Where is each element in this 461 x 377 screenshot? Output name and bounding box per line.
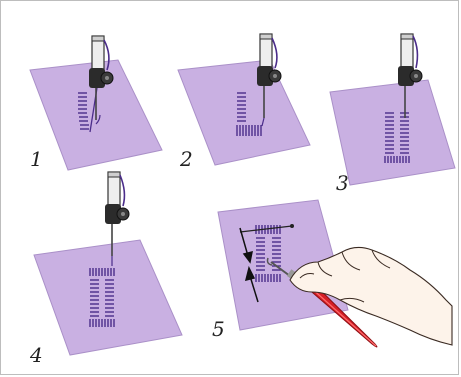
step-label: 5 bbox=[212, 317, 225, 341]
fabric-swatch bbox=[34, 240, 182, 355]
step-label: 4 bbox=[29, 343, 43, 367]
step-5-panel: 5 bbox=[212, 200, 452, 347]
step-label: 3 bbox=[336, 171, 349, 195]
bartack bbox=[256, 274, 280, 282]
step-1-panel: 1 bbox=[30, 36, 162, 171]
step-label: 1 bbox=[30, 147, 43, 171]
bartack bbox=[90, 319, 114, 327]
step-2-panel: 2 bbox=[178, 34, 310, 171]
bartack bbox=[237, 125, 261, 136]
step-3-panel: 3 bbox=[330, 34, 455, 195]
bartack bbox=[90, 268, 114, 276]
bartack bbox=[385, 156, 409, 163]
step-4-panel: 4 bbox=[29, 172, 182, 367]
step-label: 2 bbox=[179, 147, 193, 171]
